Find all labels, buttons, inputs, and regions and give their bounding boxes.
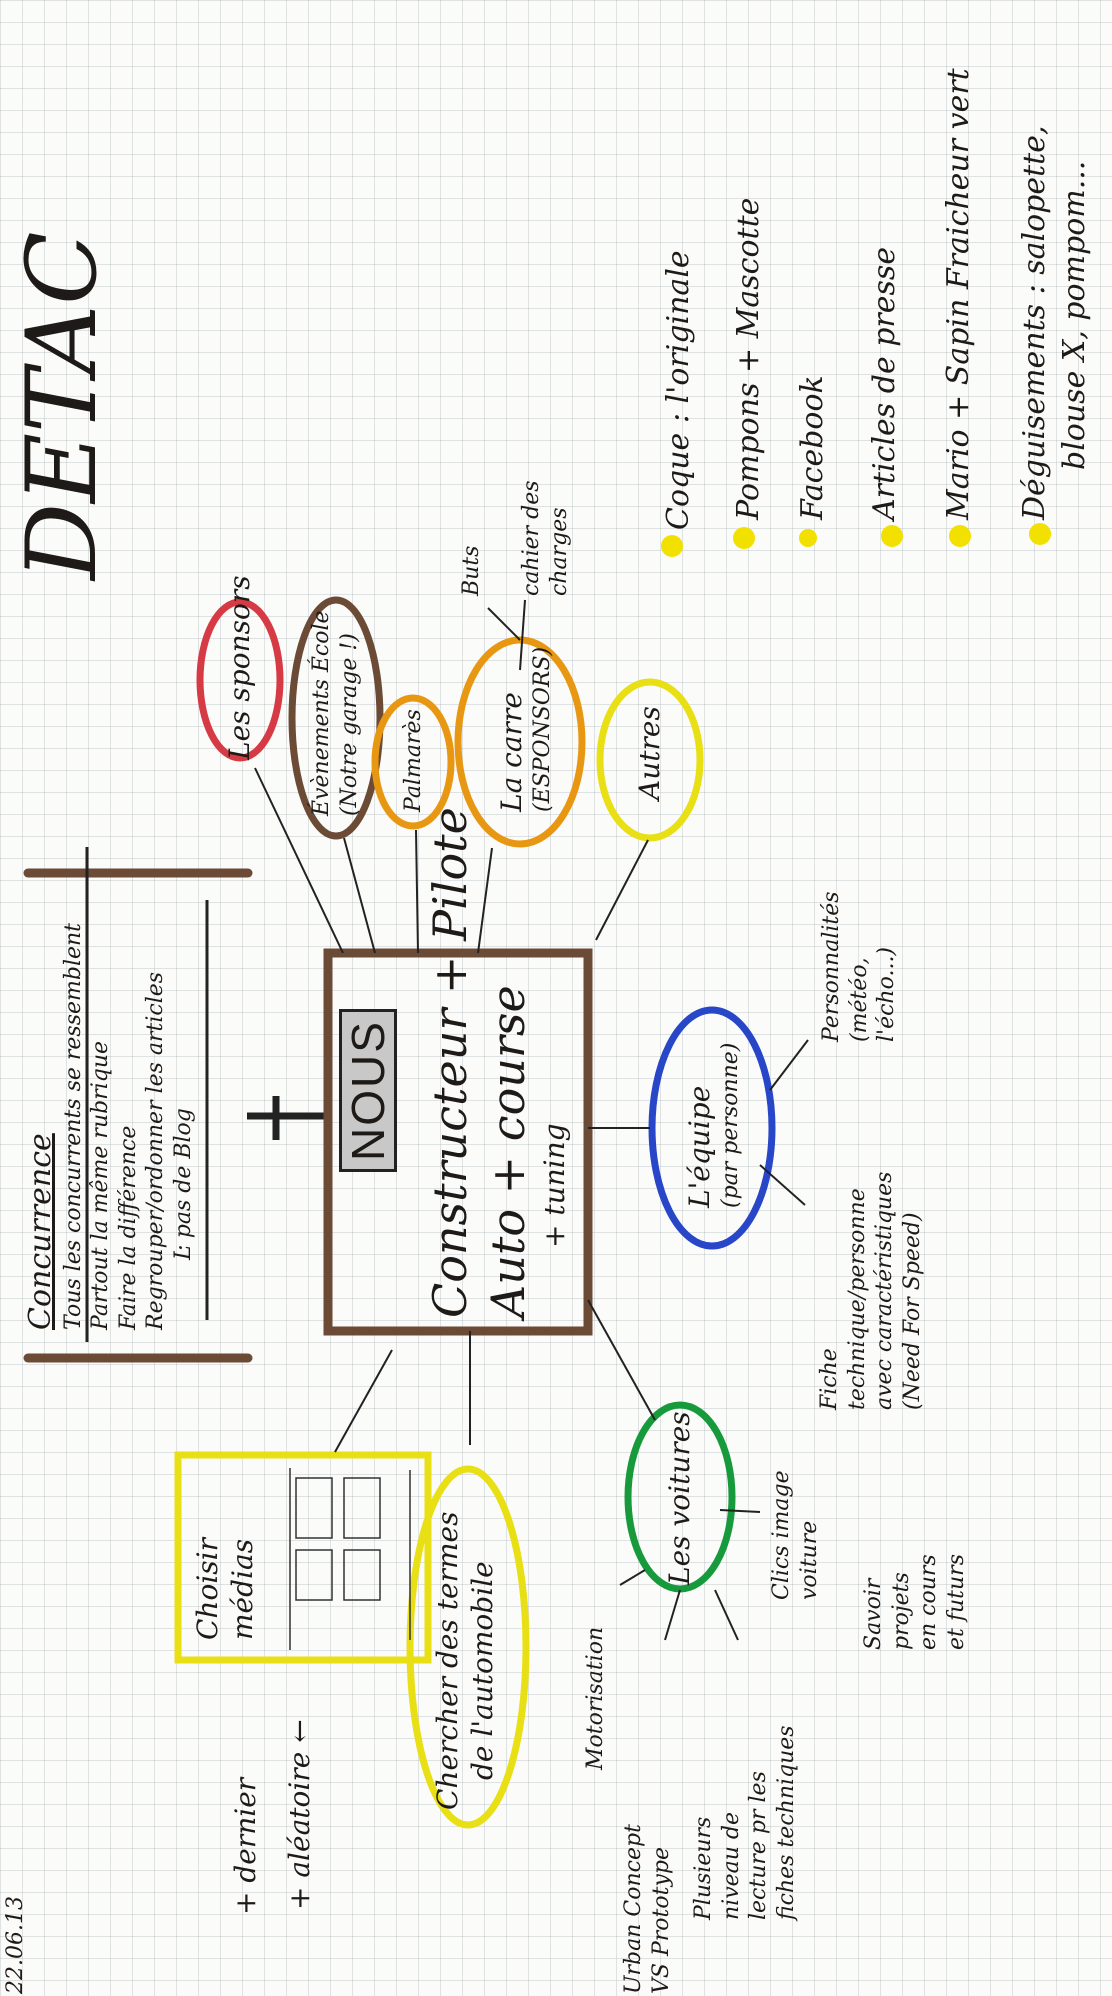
center-line: + tuning	[538, 1123, 571, 1248]
bubble-label-lexique: Chercher des termes de l'automobile	[430, 1512, 500, 1810]
checklist-item: Pompons + Mascotte	[731, 197, 766, 520]
page-title: DETAC	[6, 231, 118, 580]
center-box	[323, 948, 593, 1336]
bubble-equipe	[648, 1006, 776, 1250]
personnalites-line: (météo,	[846, 957, 872, 1042]
note-personnalites: Personnalités (météo, l'écho...)	[818, 891, 901, 1042]
center-line: Constructeur + Pilote	[423, 807, 477, 1318]
choix-line: médias	[226, 1538, 259, 1640]
clics-line: Clics image	[769, 1470, 794, 1600]
plusieurs-line: lecture pr les	[746, 1771, 771, 1920]
cahier-line: charges	[546, 507, 572, 596]
projets-line: projets	[888, 1572, 914, 1650]
checklist-item: Mario + Sapin Fraicheur vert	[941, 68, 976, 520]
note-cahier: cahier des charges	[518, 480, 573, 596]
bubble-label-voitures: Les voitures	[663, 1411, 696, 1585]
bubble-voitures	[624, 1401, 736, 1593]
note-plusieurs: Plusieurs niveau de lecture pr les fiche…	[690, 1725, 800, 1920]
evenements-line: (Notre garage !)	[336, 633, 362, 816]
note-aleatoire: + aléatoire ←	[283, 1719, 316, 1910]
equipe-line: L'équipe	[683, 1085, 716, 1208]
note-buts: Buts	[459, 545, 484, 596]
checklist-highlights	[661, 523, 1051, 557]
equipe-line: (par personne)	[718, 1042, 743, 1208]
bubble-evenements	[288, 596, 384, 840]
checklist-item: Articles de presse	[867, 246, 902, 520]
concurrence-line: Tous les concurrents se ressemblent	[60, 922, 86, 1330]
bubble-label-autres: Autres	[633, 706, 666, 800]
checklist-item: blouse X, pompom...	[1057, 160, 1092, 470]
clics-line: voiture	[796, 1520, 822, 1600]
fiche-line: technique/personne	[844, 1188, 870, 1410]
lexique-line: de l'automobile	[466, 1561, 499, 1780]
connector-arrows	[254, 599, 809, 1641]
nous-badge: NOUS	[339, 1009, 397, 1172]
urban-line: VS Prototype	[648, 1847, 674, 1994]
plusieurs-line: Plusieurs	[691, 1816, 716, 1920]
projets-line: Savoir	[861, 1578, 886, 1650]
bubble-label-equipe: L'équipe (par personne)	[682, 1043, 745, 1208]
concurrence-block: Concurrence Tous les concurrents se ress…	[22, 923, 197, 1330]
checklist-item: Déguisements : salopette,	[1017, 125, 1052, 520]
concurrence-line: Ŀ pas de Blog	[170, 1108, 196, 1260]
concurrence-line: Regrouper/ordonner les articles	[143, 971, 168, 1330]
fiche-line: avec caractéristiques	[872, 1171, 897, 1410]
plusieurs-line: niveau de	[718, 1811, 744, 1920]
media-sketch-label: Choisir médias	[190, 1538, 260, 1640]
center-line: Auto + course	[480, 985, 535, 1318]
lexique-line: Chercher des termes	[431, 1511, 464, 1810]
note-projets: Savoir projets en cours et futurs	[860, 1554, 970, 1650]
carre-line: La carre	[495, 692, 528, 812]
bubble-sponsors	[196, 598, 284, 762]
plusieurs-line: fiches techniques	[773, 1725, 799, 1920]
projets-line: et futurs	[943, 1554, 969, 1650]
projets-line: en cours	[916, 1554, 941, 1650]
concurrence-line: Partout la même rubrique	[88, 1040, 113, 1330]
bubble-autres	[596, 678, 704, 842]
note-urban: Urban Concept VS Prototype	[620, 1824, 675, 1994]
carre-line: (ESPONSORS)	[530, 646, 555, 812]
cahier-line: cahier des	[519, 480, 544, 596]
choix-line: Choisir	[191, 1538, 224, 1640]
personnalites-line: Personnalités	[819, 891, 844, 1042]
bubble-label-carre: La carre (ESPONSORS)	[494, 647, 557, 812]
center-badge: NOUS	[339, 1009, 398, 1172]
bubble-label-sponsors: Les sponsors	[223, 575, 256, 760]
fiche-line: (Need For Speed)	[899, 1212, 925, 1410]
center-text: Constructeur + Pilote Auto + course + tu…	[422, 807, 572, 1318]
bubble-label-evenements: Évènements École (Notre garage !)	[308, 610, 363, 816]
checklist-item: Facebook	[795, 375, 830, 520]
urban-line: Urban Concept	[621, 1824, 646, 1994]
note-dernier: + dernier	[229, 1777, 262, 1915]
personnalites-line: l'écho...)	[874, 946, 899, 1042]
checklist-item: Coque : l'originale	[661, 250, 696, 530]
bubble-palmares	[371, 694, 455, 830]
media-sketch-frame	[174, 1451, 432, 1664]
bubble-label-palmares: Palmarès	[401, 709, 426, 812]
concurrence-title: Concurrence	[23, 1133, 58, 1330]
note-fiche: Fiche technique/personne avec caractéris…	[816, 1172, 926, 1410]
note-motorisation: Motorisation	[583, 1626, 608, 1770]
bubble-lexique	[406, 1465, 530, 1829]
concurrence-line: Faire la différence	[115, 1125, 141, 1330]
fiche-line: Fiche	[817, 1348, 842, 1410]
note-clics: Clics image voiture	[768, 1470, 823, 1600]
evenements-line: Évènements École	[309, 610, 334, 816]
date-label: 22.06.13	[3, 1896, 28, 1994]
